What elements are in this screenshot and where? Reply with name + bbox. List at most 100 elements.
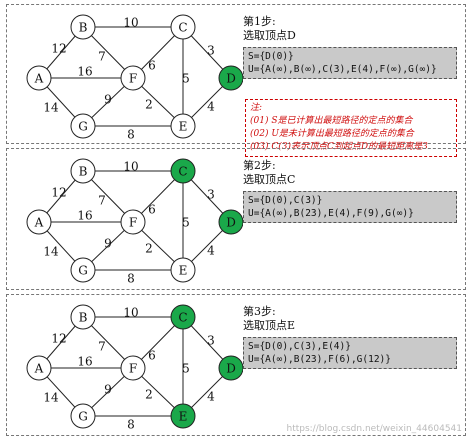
node-c [170,304,196,330]
node-label-g: G [78,264,88,278]
edge-weight-c-e: 5 [182,216,190,230]
graph-step-3: 12 16 14 10 7 6 3 5 4 9 2 8 A B C D E F G [26,304,243,432]
node-label-c: C [178,311,187,325]
node-label-g: G [78,120,88,134]
node-f [120,209,146,235]
node-label-a: A [34,72,44,86]
step-panel-1: 12 16 14 10 7 6 3 5 4 9 2 8 A B C D E F G 第1步:选取顶点D S={D(0)}… [6,4,466,157]
node-c [170,158,196,184]
note-line: (03) C(3)表示顶点C到起点D的最短距离是3 [250,142,428,152]
edge-weight-g-e: 8 [127,418,135,432]
edge-weight-c-f: 6 [148,59,156,73]
edge-weight-g-e: 8 [127,272,135,286]
edge-weight-a-b: 12 [51,332,66,346]
node-label-b: B [79,21,88,35]
node-label-c: C [178,165,187,179]
node-g [70,403,96,429]
node-d [218,65,243,91]
edge-weight-f-e: 2 [145,388,153,402]
node-f [120,355,146,381]
edge-weight-a-f: 16 [77,355,92,369]
edge-weight-d-e: 4 [207,390,215,404]
node-label-f: F [129,362,137,376]
node-label-c: C [178,21,187,35]
node-f [120,65,146,91]
step-panel-3: 12 16 14 10 7 6 3 5 4 9 2 8 A B C D E F G 第3步:选取顶点E S={D(0),… [6,294,466,436]
node-d [218,355,243,381]
node-label-a: A [34,216,44,230]
edge-weight-f-g: 9 [104,93,112,107]
edge-weight-g-e: 8 [127,128,135,142]
step-title: 第3步: [243,305,276,318]
edge-weight-c-e: 5 [182,362,190,376]
edge-weight-c-f: 6 [148,203,156,217]
node-d [218,209,243,235]
step-title: 第1步: [243,15,276,28]
node-label-d: D [226,72,236,86]
node-label-b: B [79,165,88,179]
s-set: S={D(0),C(3)} [248,195,323,206]
edge-weight-c-d: 3 [207,44,215,58]
node-label-e: E [179,410,188,424]
edge-weight-b-c: 10 [123,160,138,174]
u-set: U={A(∞),B(23),E(4),F(9),G(∞)} [248,208,414,219]
graph-step-1: 12 16 14 10 7 6 3 5 4 9 2 8 A B C D E F G [26,14,243,142]
u-set: U={A(∞),B(23),F(6),G(12)} [248,354,391,365]
edge-weight-a-f: 16 [77,209,92,223]
edge-weight-a-b: 12 [51,186,66,200]
edge-weight-c-f: 6 [148,349,156,363]
sets-box: S={D(0)}U={A(∞),B(∞),C(3),E(4),F(∞),G(∞)… [243,47,457,79]
edge-weight-b-f: 7 [98,340,106,354]
node-e [170,113,196,139]
node-g [70,113,96,139]
edge-weight-f-e: 2 [145,242,153,256]
node-e [170,257,196,283]
edge-weight-b-c: 10 [123,306,138,320]
edge-weight-d-e: 4 [207,244,215,258]
node-g [70,257,96,283]
edge-weight-c-d: 3 [207,188,215,202]
node-label-a: A [34,362,44,376]
node-a [26,65,52,91]
edge-weight-f-g: 9 [104,383,112,397]
step-subtitle: 选取顶点C [243,173,296,186]
node-label-b: B [79,311,88,325]
step-title: 第2步: [243,159,276,172]
s-set: S={D(0),C(3),E(4)} [248,341,351,352]
edge-weight-d-e: 4 [207,100,215,114]
step-subtitle: 选取顶点E [243,319,296,332]
edge-weight-c-d: 3 [207,334,215,348]
node-label-d: D [226,216,236,230]
edge-weight-a-f: 16 [77,65,92,79]
note-line: (01) S是已计算出最短路径的定点的集合 [250,116,413,126]
edge-weight-c-e: 5 [182,72,190,86]
edge-weight-a-g: 14 [43,101,59,115]
edge-weight-a-g: 14 [43,245,59,259]
edge-weight-b-f: 7 [98,194,106,208]
edge-weight-b-c: 10 [123,16,138,30]
note-box: 注: (01) S是已计算出最短路径的定点的集合 (02) U是未计算出最短路径的定… [245,99,457,157]
node-label-g: G [78,410,88,424]
node-b [70,14,96,40]
node-label-f: F [129,216,137,230]
note-line: (02) U是未计算出最短路径的定点的集合 [250,129,414,139]
node-label-f: F [129,72,137,86]
node-e [170,403,196,429]
node-a [26,209,52,235]
s-set: S={D(0)} [248,51,294,62]
node-label-e: E [179,120,188,134]
edge-weight-a-b: 12 [51,42,66,56]
sets-box: S={D(0),C(3),E(4)} U={A(∞),B(23),F(6),G(1… [243,337,457,369]
edge-weight-f-e: 2 [145,98,153,112]
note-heading: 注: [250,103,263,113]
node-b [70,304,96,330]
edge-weight-a-g: 14 [43,391,59,405]
node-c [170,14,196,40]
sets-box: S={D(0),C(3)} U={A(∞),B(23),E(4),F(9),G(∞… [243,191,457,223]
edge-weight-b-f: 7 [98,50,106,64]
edge-weight-f-g: 9 [104,237,112,251]
node-label-d: D [226,362,236,376]
step-subtitle: 选取顶点D [243,29,296,42]
